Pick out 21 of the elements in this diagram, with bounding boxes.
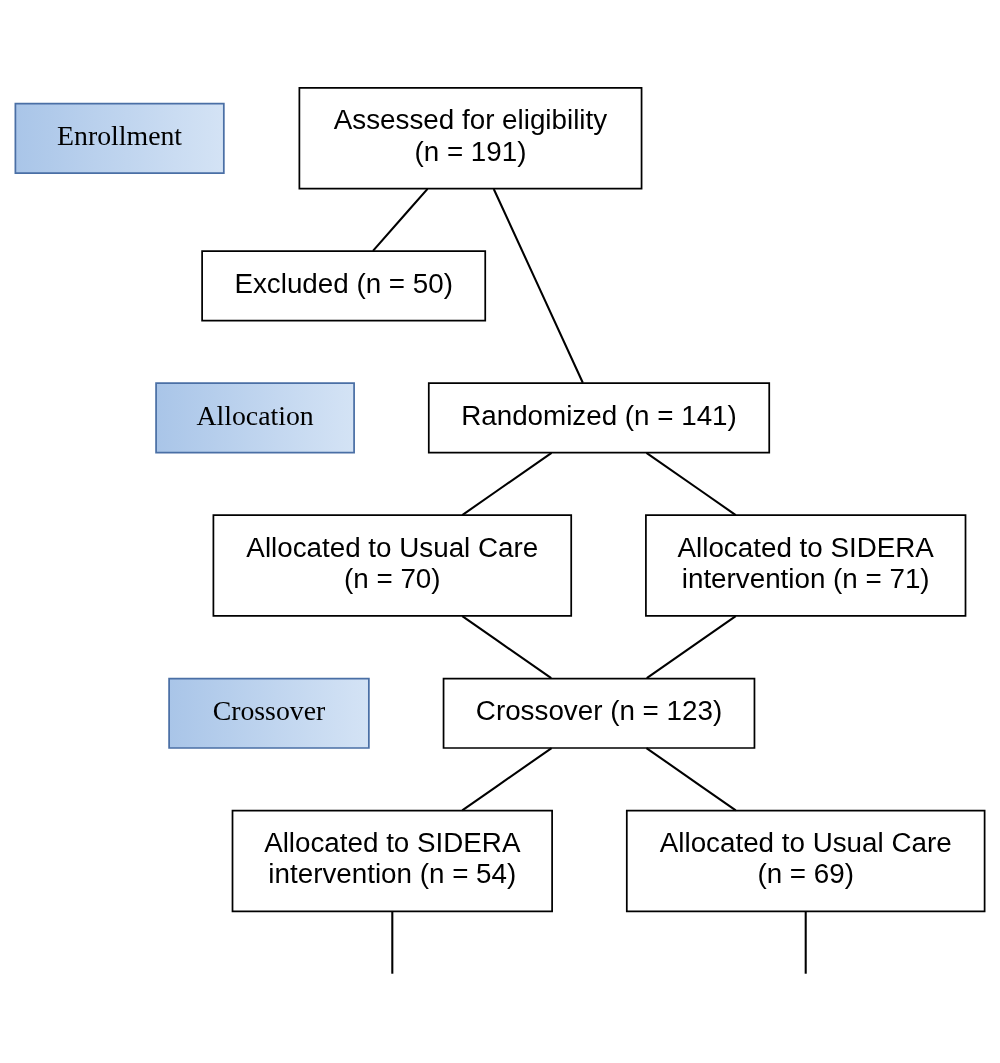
- connector: [461, 747, 553, 812]
- connector: [391, 911, 394, 974]
- node-box: Allocated to SIDERA intervention (n = 54): [231, 809, 553, 913]
- connector: [461, 451, 553, 516]
- connector: [646, 615, 737, 680]
- connector: [372, 188, 429, 252]
- connector: [461, 615, 552, 680]
- node-box: Randomized (n = 141): [427, 382, 771, 454]
- connector: [804, 911, 807, 974]
- connector: [492, 188, 584, 384]
- node-box: Enrollment: [14, 102, 225, 174]
- node-box: Assessed for eligibility (n = 191): [298, 87, 643, 190]
- node-box: Crossover: [168, 677, 370, 749]
- connector: [645, 747, 737, 812]
- connector: [645, 451, 737, 516]
- node-box: Allocated to Usual Care (n = 70): [212, 514, 573, 617]
- node-box: Allocated to SIDERA intervention (n = 71): [645, 514, 967, 617]
- node-box: Allocated to Usual Care (n = 69): [625, 809, 986, 913]
- node-box: Excluded (n = 50): [201, 250, 487, 322]
- node-box: Crossover (n = 123): [442, 677, 756, 749]
- node-box: Allocation: [155, 382, 355, 454]
